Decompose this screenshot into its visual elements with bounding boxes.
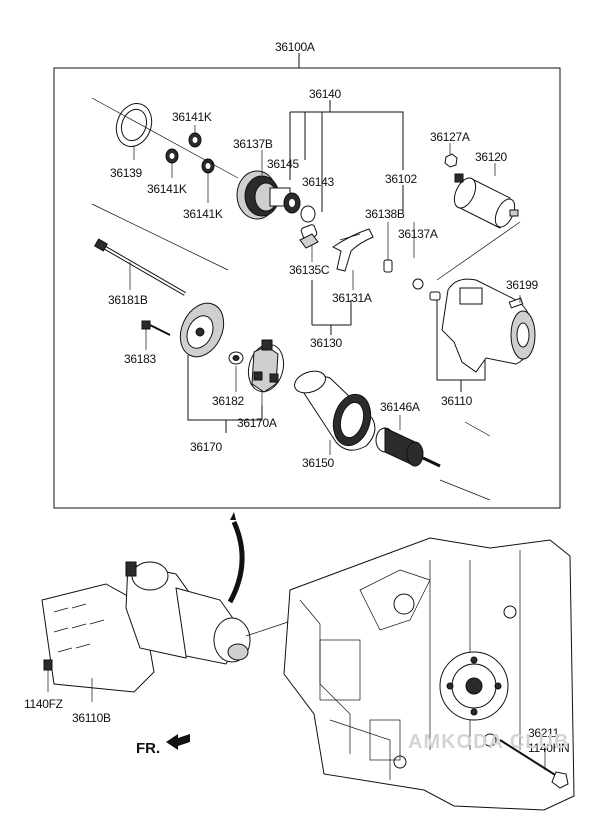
label-36137B: 36137B	[233, 137, 273, 151]
label-36135C: 36135C	[289, 263, 330, 277]
part-labels: 36100A 36140 36141K 36137B 36127A 36120 …	[24, 40, 570, 755]
label-36130: 36130	[310, 336, 342, 350]
bearing-parts	[165, 125, 215, 203]
label-1140FZ: 1140FZ	[24, 697, 63, 711]
yoke-part	[294, 370, 376, 455]
guide-lines-left	[91, 97, 239, 271]
label-36100A: 36100A	[275, 40, 315, 54]
end-plate-part	[179, 302, 263, 433]
bush-part	[228, 351, 244, 392]
label-36141K-a: 36141K	[172, 110, 212, 124]
engine-block	[283, 537, 575, 811]
label-36140: 36140	[309, 87, 341, 101]
label-36183: 36183	[124, 352, 156, 366]
leader-lines-top	[289, 100, 415, 335]
brush-holder-part	[247, 339, 285, 405]
armature-part	[375, 415, 491, 501]
label-36137A: 36137A	[398, 227, 438, 241]
label-36170A: 36170A	[237, 416, 277, 430]
label-36139: 36139	[110, 166, 142, 180]
label-36120: 36120	[475, 150, 507, 164]
label-36145: 36145	[267, 157, 299, 171]
label-36141K-c: 36141K	[183, 207, 223, 221]
through-bolt-part	[93, 238, 187, 296]
label-36110B: 36110B	[72, 711, 111, 725]
label-36181B: 36181B	[108, 293, 148, 307]
label-36110: 36110	[441, 394, 473, 408]
clutch-gear-part	[236, 150, 301, 220]
front-arrow-icon	[166, 734, 190, 750]
label-36182: 36182	[212, 394, 244, 408]
label-1140HN: 1140HN	[528, 741, 569, 755]
front-label: FR.	[136, 740, 160, 757]
screw-part	[141, 320, 171, 350]
installed-starter	[41, 561, 301, 702]
label-36150: 36150	[302, 456, 334, 470]
indicator-arrow	[227, 512, 245, 604]
solenoid-part	[436, 143, 521, 281]
label-36199: 36199	[506, 278, 538, 292]
label-36170: 36170	[190, 440, 222, 454]
front-direction-indicator: FR.	[136, 734, 190, 757]
housing-part	[412, 278, 536, 392]
label-36131A: 36131A	[332, 291, 372, 305]
assembly-frame	[53, 53, 561, 509]
seal-ring-part	[115, 103, 153, 160]
label-36143: 36143	[302, 175, 334, 189]
label-36102: 36102	[385, 172, 417, 186]
drive-lever-parts	[299, 205, 393, 273]
watermark: AMKODA CLUB	[408, 731, 569, 753]
label-36211: 36211	[528, 726, 560, 740]
label-36138B: 36138B	[365, 207, 405, 221]
label-36146A: 36146A	[380, 400, 420, 414]
label-36141K-b: 36141K	[147, 182, 187, 196]
label-36127A: 36127A	[430, 130, 470, 144]
